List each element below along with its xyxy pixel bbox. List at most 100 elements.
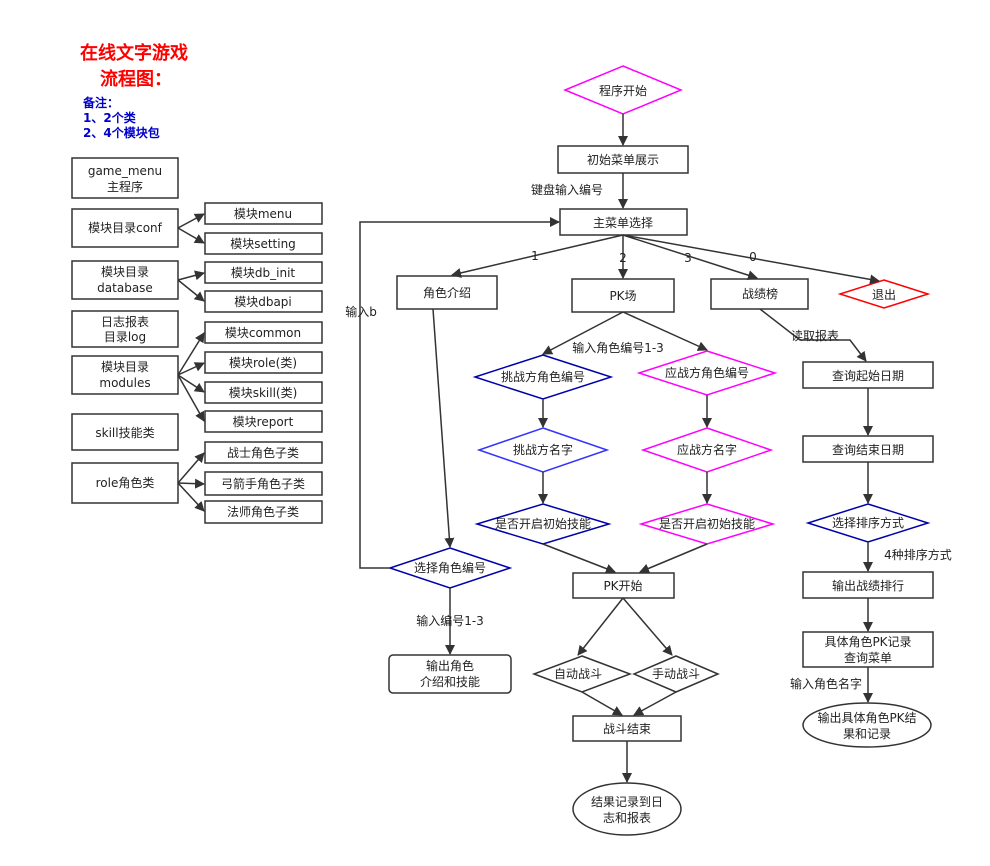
box-game-menu [71,157,179,199]
box-database [71,260,179,300]
box-log [71,310,179,348]
label-ranking: 战绩榜 [742,286,778,301]
label-conf: 模块目录conf [88,221,163,235]
box-skill-cls [71,413,179,451]
node-output-role [388,654,512,694]
label-auto-fight: 自动战斗 [554,667,602,681]
label-ch-skill: 是否开启初始技能 [495,517,591,531]
label-game-menu-1: game_menu [88,164,162,178]
box-role-mod [204,351,323,374]
label-modules-2: modules [99,376,150,390]
label-challenger-name: 挑战方名字 [513,442,573,457]
box-report [204,410,323,433]
label-kbd-input: 键盘输入编号 [531,182,603,197]
node-log-result [572,782,682,836]
label-archer: 弓箭手角色子类 [221,476,305,491]
label-game-menu-2: 主程序 [107,179,143,194]
label-skill-cls: skill技能类 [95,426,154,440]
box-conf [71,208,179,248]
box-db-init [204,261,323,284]
label-database-1: 模块目录 [101,265,149,279]
label-setting: 模块setting [230,237,296,251]
label-pk-record-menu-2: 查询菜单 [844,651,892,665]
label-database-2: database [97,281,153,295]
label-pk-start: PK开始 [603,579,642,593]
label-defender-no: 应战方角色编号 [665,365,749,380]
label-output-rank: 输出战绩排行 [832,578,904,593]
node-exit [837,279,931,309]
label-select-sort: 选择排序方式 [832,515,904,530]
node-ranking [710,278,809,310]
label-log-2: 目录log [104,330,146,344]
box-role-cls [71,462,179,504]
label-modules-1: 模块目录 [101,360,149,374]
label-fight-end: 战斗结束 [603,722,651,736]
label-defender-name: 应战方名字 [677,442,737,457]
node-pk-start [572,572,675,599]
node-output-pk-record [802,702,932,748]
label-output-pk-record-1: 输出具体角色PK结 [817,710,916,725]
label-report: 模块report [233,415,294,429]
label-init-menu: 初始菜单展示 [587,153,659,167]
label-common: 模块common [225,326,301,340]
box-menu [204,202,323,225]
node-main-menu [559,208,688,236]
label-log-result-1: 结果记录到日 [591,795,663,809]
label-select-role: 选择角色编号 [414,560,486,575]
label-opt1: 1 [531,249,539,263]
label-manual-fight: 手动战斗 [652,667,700,681]
label-db-init: 模块db_init [231,266,296,280]
label-input-role-1-3: 输入角色编号1-3 [572,340,664,355]
left-panel-arrows [177,213,205,512]
flow-connectors [359,114,880,783]
node-query-end [802,435,934,463]
label-warrior: 战士角色子类 [227,446,299,460]
box-skill-mod [204,381,323,404]
label-read-report: 读取报表 [791,328,839,343]
label-input-no-1-3: 输入编号1-3 [416,613,484,628]
label-role-intro: 角色介绍 [423,286,471,300]
label-opt0: 0 [749,250,757,264]
note-title: 备注： [83,96,120,110]
note-item-1: 1、2个类 [83,111,136,125]
diagram-title-line2: 流程图： [100,69,172,90]
box-warrior [204,441,323,464]
node-output-rank [802,571,934,599]
label-role-cls: role角色类 [96,476,155,490]
label-exit: 退出 [872,288,896,302]
label-pk-record-menu-1: 具体角色PK记录 [824,635,911,649]
label-main-menu: 主菜单选择 [593,216,653,230]
label-input-role-name: 输入角色名字 [790,676,862,691]
box-mage [204,500,323,524]
label-challenger-no: 挑战方角色编号 [501,369,585,384]
box-archer [204,471,323,496]
label-output-pk-record-2: 果和记录 [843,727,891,741]
node-role-intro [396,275,498,310]
node-fight-end [572,715,682,742]
label-dbapi: 模块dbapi [234,295,292,309]
label-query-start: 查询起始日期 [832,369,904,383]
left-module-panel [71,157,323,524]
label-menu: 模块menu [234,207,292,221]
box-setting [204,232,323,255]
label-pk: PK场 [609,289,636,303]
diagram-title-line1: 在线文字游戏 [80,43,188,64]
label-output-role-2: 介绍和技能 [420,675,480,689]
label-skill-mod: 模块skill(类) [229,386,298,400]
label-log-1: 日志报表 [101,314,149,329]
label-sort-4: 4种排序方式 [884,547,952,562]
label-start: 程序开始 [599,83,647,98]
node-init-menu [557,145,689,174]
node-pk-record-menu [802,631,934,668]
note-item-2: 2、4个模块包 [83,126,160,140]
label-df-skill: 是否开启初始技能 [659,517,755,531]
label-opt3: 3 [684,251,692,265]
label-mage: 法师角色子类 [227,505,299,519]
label-opt2: 2 [619,251,627,265]
box-modules [71,355,179,395]
label-output-role-1: 输出角色 [426,658,474,673]
label-role-mod: 模块role(类) [229,356,297,370]
label-query-end: 查询结束日期 [832,443,904,457]
label-input-b: 输入b [345,304,377,319]
